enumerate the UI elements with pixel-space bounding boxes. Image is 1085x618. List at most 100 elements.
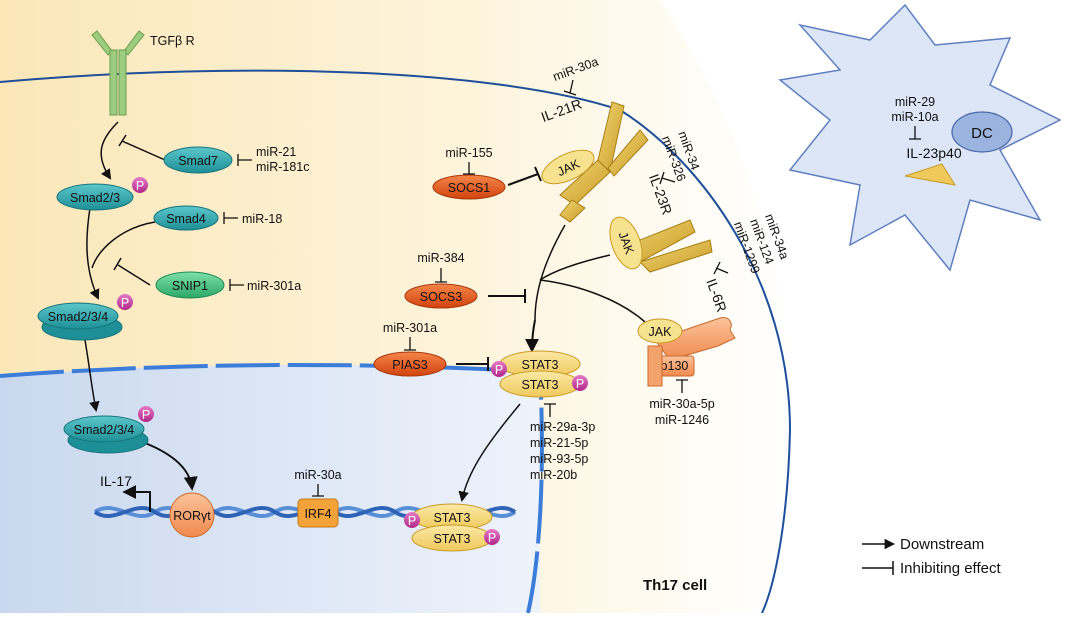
socs1-inhibit-jak bbox=[507, 166, 542, 186]
gp130-inhibit-mark bbox=[676, 379, 688, 393]
stat3-nuc-phospho-2-label: P bbox=[488, 531, 496, 545]
smad23-label: Smad2/3 bbox=[70, 191, 120, 205]
snip1-node bbox=[155, 271, 225, 299]
snip1-label: SNIP1 bbox=[172, 279, 208, 293]
smad4-label: Smad4 bbox=[166, 212, 206, 226]
line-il23r-converge bbox=[539, 254, 611, 281]
jak1-node bbox=[541, 149, 595, 185]
stat3-inhibit-mark bbox=[544, 403, 556, 417]
irf4-label: IRF4 bbox=[304, 507, 331, 521]
snip1-inhibit-mark bbox=[229, 279, 244, 291]
jak3-node bbox=[637, 318, 683, 344]
line-smad4-join bbox=[91, 221, 156, 269]
socs3-node bbox=[404, 283, 478, 309]
socs3-inhibit-mark bbox=[435, 268, 447, 283]
line-il21r-converge bbox=[534, 224, 566, 321]
tgfb-receptor-label: TGFβ R bbox=[150, 34, 195, 48]
smad4-node bbox=[153, 205, 219, 231]
jak2-node bbox=[609, 216, 643, 270]
gp130-stalk bbox=[647, 345, 663, 387]
smad234-top-node bbox=[37, 302, 119, 330]
pias3-inhibit-mark bbox=[404, 337, 416, 351]
smad7-node bbox=[163, 146, 233, 174]
smad234-bottom-node bbox=[63, 415, 145, 443]
dendritic-cell: DC miR-29 miR-10a IL-23p40 bbox=[778, 3, 1062, 272]
dc-inhibit-mark bbox=[909, 126, 921, 140]
stat3-cyto-phospho-1 bbox=[491, 361, 507, 377]
smad7-inhibit-mark bbox=[237, 154, 252, 166]
gp130-mir-1: miR-30a-5p bbox=[649, 397, 714, 411]
tgfb-receptor: TGFβ R bbox=[91, 30, 195, 116]
dc-label: DC bbox=[971, 125, 993, 142]
socs3-mir: miR-384 bbox=[417, 251, 464, 265]
pias3-label: PIAS3 bbox=[392, 358, 427, 372]
arrow-to-stat3 bbox=[525, 319, 540, 353]
legend-inhibiting-label: Inhibiting effect bbox=[900, 560, 1001, 577]
dc-mir-2: miR-10a bbox=[891, 110, 938, 124]
dc-nucleus bbox=[951, 111, 1013, 153]
smad23-phospho-label: P bbox=[136, 179, 144, 193]
cell-membrane bbox=[0, 69, 792, 614]
pias3-node bbox=[373, 351, 447, 377]
arrow-smad234-nucleus bbox=[84, 339, 100, 413]
stat3-mir-1: miR-29a-3p bbox=[530, 420, 595, 434]
socs3-inhibit-pathway bbox=[488, 289, 526, 303]
rorgt-label: RORγt bbox=[173, 509, 211, 523]
socs3-label: SOCS3 bbox=[420, 290, 462, 304]
rorgt-node bbox=[169, 492, 215, 538]
pias3-mir: miR-301a bbox=[383, 321, 437, 335]
gp130-mir-2: miR-1246 bbox=[655, 413, 709, 427]
arrow-receptor-to-smad23 bbox=[100, 121, 119, 180]
stat3-mir-4: miR-20b bbox=[530, 468, 577, 482]
il23r-inhibit-mark bbox=[659, 171, 676, 185]
smad234-top-phospho bbox=[117, 294, 133, 310]
socs1-inhibit-mark bbox=[463, 162, 475, 175]
arrow-smad234-to-rorgt bbox=[144, 442, 198, 491]
smad234-bottom-phospho bbox=[138, 406, 154, 422]
line-smad23-to-smad234 bbox=[86, 207, 100, 300]
legend: Downstream Inhibiting effect bbox=[862, 536, 1001, 577]
il21r-inhibit-mark bbox=[563, 79, 577, 96]
smad23-phospho bbox=[132, 177, 148, 193]
stat3-cyto-phospho-1-label: P bbox=[495, 363, 503, 377]
smad234-top-label: Smad2/3/4 bbox=[48, 310, 109, 324]
smad234-bottom-phospho-label: P bbox=[142, 408, 150, 422]
il17-gene-arrow bbox=[122, 485, 151, 512]
irf4-inhibit-mark bbox=[312, 484, 324, 497]
stat3-nuc-phospho-1-label: P bbox=[408, 514, 416, 528]
dc-mir-1: miR-29 bbox=[895, 95, 935, 109]
smad23-node bbox=[56, 183, 134, 211]
socs1-label: SOCS1 bbox=[448, 181, 490, 195]
il21r-receptor bbox=[559, 101, 649, 223]
inhibit-snip1 bbox=[113, 257, 151, 286]
legend-inhibit-icon bbox=[862, 561, 894, 575]
socs1-mir: miR-155 bbox=[445, 146, 492, 160]
smad4-mir: miR-18 bbox=[242, 212, 282, 226]
smad234-bottom-label: Smad2/3/4 bbox=[74, 423, 135, 437]
stat3-cyto-b-label: STAT3 bbox=[521, 378, 558, 392]
il6r-receptor bbox=[654, 317, 736, 361]
nuclear-envelope bbox=[0, 362, 544, 614]
stat3-cyto-phospho-2 bbox=[572, 375, 588, 391]
stat3-nuc-phospho-1 bbox=[404, 512, 420, 528]
smad7-mir-1: miR-21 bbox=[256, 145, 296, 159]
stat3-mir-3: miR-93-5p bbox=[530, 452, 588, 466]
stat3-mir-2: miR-21-5p bbox=[530, 436, 588, 450]
inhibit-smad7 bbox=[118, 134, 166, 161]
smad7-label: Smad7 bbox=[178, 154, 218, 168]
stat3-nuc-phospho-2 bbox=[484, 529, 500, 545]
il17-label: IL-17 bbox=[100, 473, 132, 489]
line-il6r-converge bbox=[539, 279, 646, 323]
pias3-inhibit-stat3 bbox=[456, 357, 489, 371]
irf4-node bbox=[297, 498, 339, 528]
nucleus bbox=[0, 364, 540, 613]
jak3-label: JAK bbox=[649, 325, 673, 339]
smad4-inhibit-mark bbox=[223, 212, 238, 224]
stat3-nuc-a-label: STAT3 bbox=[433, 511, 470, 525]
snip1-mir: miR-301a bbox=[247, 279, 301, 293]
il6r-inhibit-mark bbox=[713, 261, 729, 275]
stat3-nuc-b-label: STAT3 bbox=[433, 532, 470, 546]
il23p40-label: IL-23p40 bbox=[906, 145, 961, 161]
socs1-node bbox=[432, 174, 506, 200]
